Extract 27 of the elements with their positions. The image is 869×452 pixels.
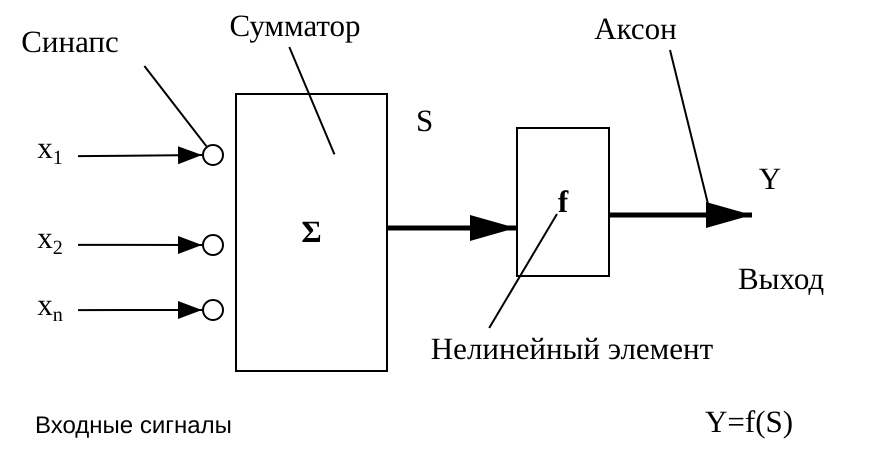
double-arrow (388, 214, 516, 241)
synapse-circle (202, 234, 224, 256)
text-label: x$_{2}$ (37, 220, 63, 260)
process-box (516, 127, 610, 277)
box-symbol: f (558, 184, 568, 220)
leader-line (144, 65, 208, 147)
process-box (235, 93, 388, 372)
text-label: Нелинейный элемент (430, 332, 714, 366)
synapse-circle (202, 299, 224, 321)
text-label: Аксон (594, 12, 677, 46)
text-label: x$_{1}$ (37, 130, 63, 170)
arrow (78, 236, 202, 254)
formula-text: Y=f(S) (705, 405, 794, 440)
text-label: Синапс (21, 24, 119, 60)
arrow (78, 301, 202, 320)
box-symbol: Σ (301, 215, 322, 250)
output-caption: Выход (738, 262, 824, 296)
leader-line (288, 46, 336, 155)
text-label: Y (758, 162, 782, 196)
leader-line (488, 213, 558, 329)
text-label: x$_{n}$ (37, 288, 63, 326)
arrow (78, 146, 202, 164)
text-label: Сумматор (229, 8, 361, 44)
synapse-circle (202, 144, 224, 166)
caption-text: Входные сигналы (35, 413, 232, 440)
double-arrow (610, 202, 752, 228)
signal-label: S (416, 104, 434, 138)
